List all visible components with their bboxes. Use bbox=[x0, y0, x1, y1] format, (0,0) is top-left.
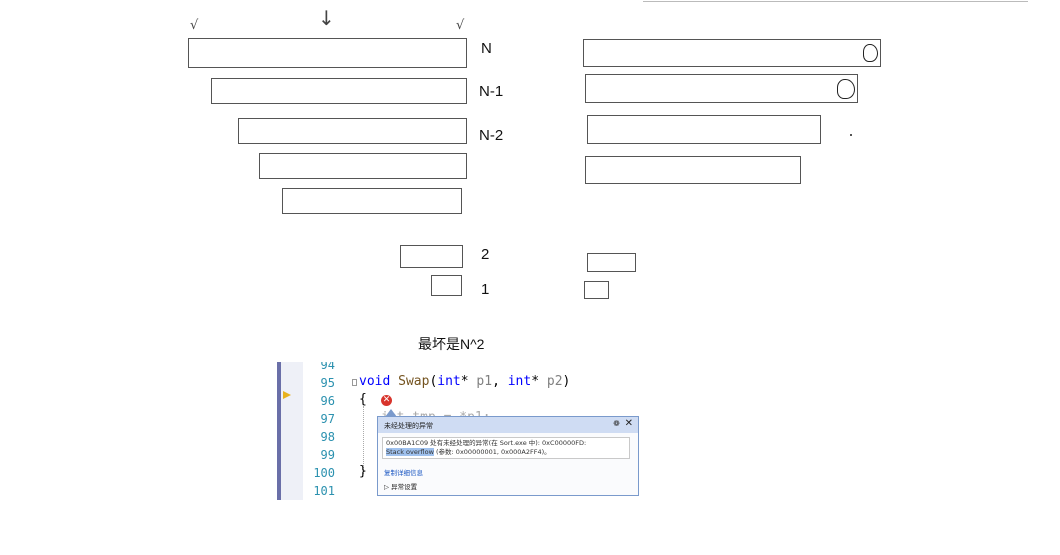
stray-dot bbox=[850, 134, 852, 136]
pivot-circle-2 bbox=[837, 79, 855, 99]
label-n-1: N-1 bbox=[479, 83, 504, 100]
line-number: 97 bbox=[320, 412, 335, 426]
partition-box-1-left bbox=[431, 275, 462, 296]
code-line-95[interactable]: void Swap(int* p1, int* p2) bbox=[359, 374, 570, 389]
partition-box-n2-right bbox=[587, 115, 821, 144]
line-number: 96 bbox=[320, 394, 335, 408]
line-number: 101 bbox=[313, 484, 335, 498]
partition-box-1-right bbox=[584, 281, 609, 299]
label-n: N bbox=[481, 40, 492, 57]
param-p2: p2 bbox=[546, 374, 563, 389]
line-number: 94 bbox=[320, 362, 335, 372]
error-icon: ✕ bbox=[381, 395, 392, 406]
keyword-int: int bbox=[437, 374, 461, 389]
partition-box-2-left bbox=[400, 245, 463, 268]
partition-box-4-right bbox=[585, 156, 801, 184]
code-line-96[interactable]: { bbox=[359, 392, 367, 407]
keyword-int: int bbox=[507, 374, 532, 389]
partition-box-n-right bbox=[583, 39, 881, 67]
keyword-void: void bbox=[359, 374, 391, 389]
line-number: 98 bbox=[320, 430, 335, 444]
pointer-star: * bbox=[460, 374, 477, 389]
pointer-star: * bbox=[531, 374, 547, 389]
pin-icon[interactable]: ❁ bbox=[613, 419, 620, 428]
param-p1: p1 bbox=[476, 374, 493, 389]
label-1: 1 bbox=[481, 281, 490, 298]
popup-title-bar: 未经处理的异常 ❁ ✕ bbox=[378, 417, 638, 433]
pivot-circle-1 bbox=[863, 44, 878, 62]
exception-message[interactable]: 0x00BA1C09 处有未经处理的异常(在 Sort.exe 中): 0xC0… bbox=[382, 437, 630, 459]
label-2: 2 bbox=[481, 246, 490, 263]
partition-box-n1-left bbox=[211, 78, 467, 104]
open-paren: ( bbox=[429, 374, 438, 389]
label-n-2: N-2 bbox=[479, 127, 504, 144]
message-params: (参数: 0x00000001, 0x000A2FF4)。 bbox=[433, 448, 551, 456]
partition-box-4-left bbox=[259, 153, 467, 179]
popup-pointer bbox=[385, 409, 397, 417]
line-number: 99 bbox=[320, 448, 335, 462]
close-icon[interactable]: ✕ bbox=[624, 418, 633, 429]
partition-box-n-left bbox=[188, 38, 467, 68]
partition-box-n1-right bbox=[585, 74, 858, 103]
popup-title: 未经处理的异常 bbox=[384, 422, 433, 430]
collapse-toggle-icon[interactable] bbox=[352, 379, 357, 386]
partition-box-5-left bbox=[282, 188, 462, 214]
down-arrow-mark: ↓ bbox=[318, 6, 335, 30]
unhandled-exception-popup[interactable]: 未经处理的异常 ❁ ✕ 0x00BA1C09 处有未经处理的异常(在 Sort.… bbox=[377, 416, 639, 496]
check-mark-left: √ bbox=[190, 18, 199, 33]
current-statement-arrow-icon bbox=[283, 391, 291, 399]
open-brace: { bbox=[359, 392, 367, 407]
comma: , bbox=[492, 374, 508, 389]
breakpoint-margin[interactable] bbox=[281, 362, 303, 500]
close-brace: } bbox=[359, 464, 367, 479]
top-divider-line bbox=[643, 1, 1028, 2]
function-name: Swap bbox=[398, 374, 430, 389]
line-number: 95 bbox=[320, 376, 335, 390]
indent-guide bbox=[363, 406, 364, 474]
exception-settings-label: 异常设置 bbox=[391, 483, 418, 491]
partition-box-n2-left bbox=[238, 118, 467, 144]
partition-box-2-right bbox=[587, 253, 636, 272]
stack-overflow-highlight: Stack overflow bbox=[386, 448, 434, 456]
editor-gutter-bar bbox=[277, 362, 281, 500]
line-number: 100 bbox=[313, 466, 335, 480]
copy-details-link[interactable]: 复制详细信息 bbox=[384, 469, 423, 477]
worst-case-caption: 最坏是N^2 bbox=[418, 336, 485, 352]
message-line-1: 0x00BA1C09 处有未经处理的异常(在 Sort.exe 中): 0xC0… bbox=[386, 439, 587, 447]
close-paren: ) bbox=[562, 374, 571, 389]
check-mark-right: √ bbox=[456, 18, 465, 33]
expand-triangle-icon: ▷ bbox=[384, 483, 389, 491]
exception-settings-expander[interactable]: ▷ 异常设置 bbox=[384, 481, 417, 491]
message-line-2: Stack overflow (参数: 0x00000001, 0x000A2F… bbox=[386, 448, 626, 457]
code-line-100[interactable]: } bbox=[359, 464, 367, 479]
